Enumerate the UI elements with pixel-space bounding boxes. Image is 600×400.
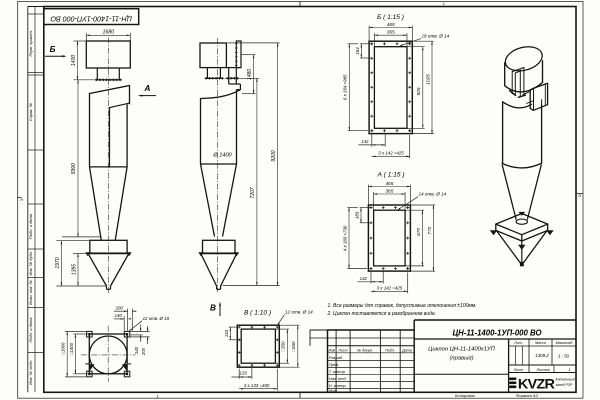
svg-text:6 х 164 =985: 6 х 164 =985 — [343, 74, 348, 100]
svg-text:Инв. № дубл.: Инв. № дубл. — [28, 251, 33, 276]
svg-text:1400: 1400 — [71, 55, 77, 66]
svg-text:Формат А3: Формат А3 — [516, 393, 539, 398]
svg-text:Подп. и дата: Подп. и дата — [28, 317, 33, 343]
svg-text:Подп. и дата: Подп. и дата — [28, 213, 33, 239]
svg-text:133: 133 — [240, 371, 248, 376]
svg-text:140: 140 — [134, 346, 139, 354]
svg-text:183: 183 — [355, 211, 360, 219]
svg-text:Утв.: Утв. — [329, 388, 338, 393]
svg-text:140: 140 — [115, 313, 123, 318]
svg-text:142: 142 — [360, 276, 368, 281]
svg-text:Разраб.: Разраб. — [329, 355, 343, 360]
svg-text:Листов: Листов — [535, 368, 549, 372]
svg-text:Лит.: Лит. — [513, 341, 522, 345]
svg-text:200: 200 — [115, 305, 124, 310]
svg-text:А: А — [19, 197, 23, 202]
svg-text:3 х 142 =425: 3 х 142 =425 — [378, 151, 404, 156]
svg-text:□1606: □1606 — [60, 342, 65, 355]
svg-text:365: 365 — [385, 188, 393, 194]
svg-text:1: 1 — [568, 368, 570, 372]
svg-text:1025: 1025 — [425, 74, 431, 85]
svg-text:925: 925 — [416, 87, 422, 95]
svg-text:1: 1 — [156, 394, 158, 399]
svg-text:1 : 50: 1 : 50 — [558, 354, 570, 359]
svg-text:Лист: Лист — [337, 348, 347, 352]
svg-text:ЦН-11-1400-1УП-000 ВО: ЦН-11-1400-1УП-000 ВО — [50, 15, 132, 24]
svg-text:12 отв. Ø 14: 12 отв. Ø 14 — [285, 310, 313, 315]
svg-text:В ( 1:10 ): В ( 1:10 ) — [244, 309, 271, 316]
svg-text:Масса: Масса — [535, 341, 546, 345]
svg-text:1970: 1970 — [55, 257, 61, 268]
svg-text:Б ( 1:15 ): Б ( 1:15 ) — [377, 14, 404, 21]
svg-text:Котельный: Котельный — [556, 378, 575, 382]
svg-text:Изм: Изм — [328, 348, 335, 352]
svg-text:Дата: Дата — [401, 348, 411, 352]
svg-text:670: 670 — [416, 228, 422, 236]
svg-text:1: 1 — [443, 1, 445, 6]
svg-text:□1400: □1400 — [69, 342, 74, 355]
svg-text:□350: □350 — [281, 341, 286, 352]
svg-text:Нач. отд.: Нач. отд. — [329, 376, 347, 381]
svg-text:Подп.: Подп. — [385, 348, 395, 352]
svg-text:А: А — [144, 84, 151, 93]
svg-text:18 отв. Ø 14: 18 отв. Ø 14 — [422, 34, 450, 39]
svg-text:ЦН-11-1400-1УП-000 ВО: ЦН-11-1400-1УП-000 ВО — [452, 328, 541, 337]
svg-text:KVZR: KVZR — [518, 376, 555, 391]
svg-text:14 отв. Ø 14: 14 отв. Ø 14 — [419, 192, 447, 197]
svg-text:Перв. примен.: Перв. примен. — [28, 30, 33, 57]
svg-text:3 х 133 =400: 3 х 133 =400 — [244, 383, 270, 388]
svg-text:В: В — [210, 304, 216, 313]
svg-text:5990: 5990 — [71, 163, 77, 174]
svg-text:465: 465 — [387, 22, 395, 28]
svg-text:завод РЗР: завод РЗР — [555, 383, 574, 387]
svg-text:Копировал: Копировал — [455, 393, 476, 398]
svg-text:142: 142 — [361, 139, 369, 144]
svg-text:365: 365 — [387, 29, 395, 35]
svg-text:Инв. № подл.: Инв. № подл. — [28, 360, 33, 385]
svg-text:1480: 1480 — [247, 69, 253, 80]
svg-text:9200: 9200 — [271, 150, 277, 161]
svg-text:Лист: Лист — [513, 368, 523, 372]
svg-text:Пров.: Пров. — [329, 362, 340, 367]
svg-text:465: 465 — [385, 181, 393, 187]
svg-text:(правый): (правый) — [449, 355, 473, 362]
svg-text:А: А — [577, 193, 581, 198]
svg-text:Ø 1400: Ø 1400 — [212, 153, 232, 159]
svg-text:3 х 142 =425: 3 х 142 =425 — [377, 286, 403, 291]
svg-text:1. Все размеры для справок, д: 1. Все размеры для справок, допустимые о… — [328, 303, 477, 309]
svg-text:Н. контр.: Н. контр. — [329, 383, 347, 388]
svg-text:1395: 1395 — [71, 264, 77, 275]
svg-text:133: 133 — [224, 329, 229, 337]
svg-text:Б: Б — [50, 45, 56, 54]
svg-text:200: 200 — [141, 347, 146, 356]
svg-text:770: 770 — [427, 226, 433, 234]
svg-text:№ докум.: № докум. — [357, 348, 373, 352]
svg-text:4 х 183 =730: 4 х 183 =730 — [342, 225, 347, 251]
svg-text:1309,2: 1309,2 — [535, 353, 549, 358]
svg-text:164: 164 — [355, 47, 360, 55]
svg-text:7207: 7207 — [250, 187, 256, 198]
svg-text:Масштаб: Масштаб — [556, 341, 574, 345]
svg-text:2. Циклон поставляется в разо: 2. Циклон поставляется в разобранном вид… — [327, 311, 437, 317]
svg-text:А ( 1:15 ): А ( 1:15 ) — [376, 171, 404, 178]
svg-text:□650: □650 — [291, 341, 296, 352]
svg-text:Взам. инв. №: Взам. инв. № — [28, 279, 33, 304]
svg-text:Циклон ЦН-11-1400х1УП: Циклон ЦН-11-1400х1УП — [428, 347, 495, 353]
svg-text:1680: 1680 — [103, 29, 115, 35]
svg-text:Справ. №: Справ. № — [28, 102, 33, 121]
svg-text:12 отв. Ø 18: 12 отв. Ø 18 — [143, 316, 170, 321]
svg-text:Т. контр.: Т. контр. — [329, 369, 346, 374]
